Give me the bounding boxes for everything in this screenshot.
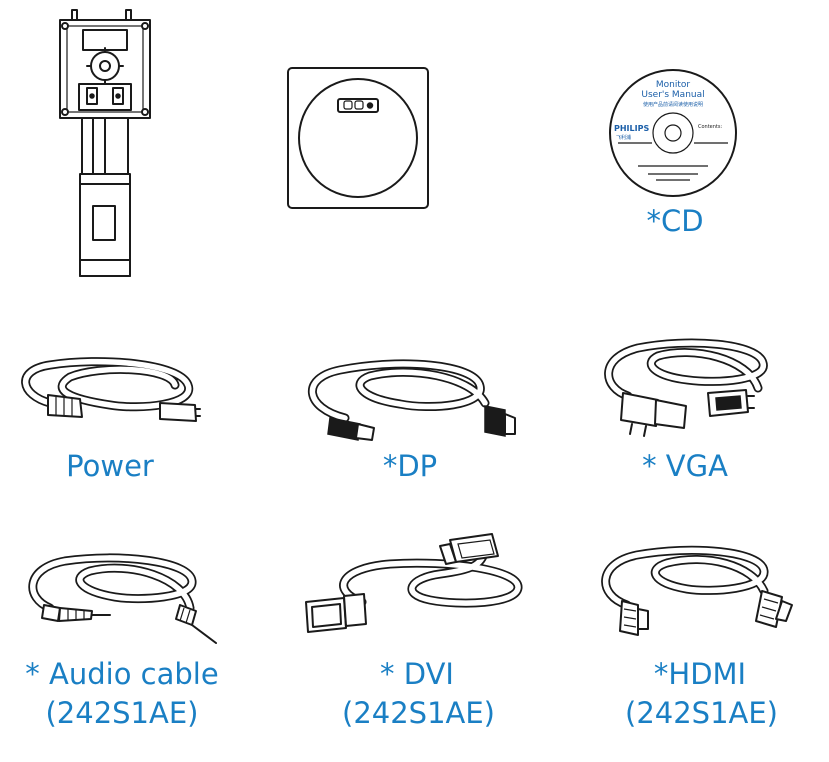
audio-cable-label-line1: * Audio cable <box>25 657 219 691</box>
dvi-label: * DVI (242S1AE) <box>342 657 496 730</box>
philips-logo-sub: 飞利浦 <box>616 135 632 141</box>
power-label: Power <box>66 449 154 483</box>
hdmi-label-line1: *HDMI <box>653 657 747 691</box>
cd-label: *CD <box>646 204 704 238</box>
audio-cable-label: * Audio cable (242S1AE) <box>22 660 222 728</box>
dvi-label-line1: * DVI <box>380 657 454 691</box>
philips-logo: PHILIPS <box>614 124 650 133</box>
vga-label: * VGA <box>642 449 728 483</box>
dvi-cable-illustration <box>300 530 530 640</box>
cd-title-line2: User's Manual <box>641 90 705 100</box>
audio-cable-label-line2: (242S1AE) <box>45 696 199 730</box>
cd-title-line1: Monitor <box>655 80 691 90</box>
hdmi-cable-illustration <box>592 543 802 643</box>
power-cable-illustration <box>10 355 201 435</box>
stand-illustration <box>55 8 155 278</box>
hdmi-label-line2: (242S1AE) <box>625 696 779 730</box>
dp-label: *DP <box>382 449 438 483</box>
dvi-label-line2: (242S1AE) <box>342 696 496 730</box>
cd-contents: Contents: <box>698 124 723 130</box>
cd-subtitle: 使用产品前请阅读使用说明 <box>642 102 703 108</box>
hdmi-label: *HDMI (242S1AE) <box>625 657 779 730</box>
cd-disc-illustration: Monitor User's Manual 使用产品前请阅读使用说明 PHILI… <box>608 68 738 198</box>
audio-cable-illustration <box>20 553 220 648</box>
vga-cable-illustration <box>598 338 778 438</box>
dp-cable-illustration <box>300 358 530 448</box>
base-illustration <box>286 66 430 210</box>
